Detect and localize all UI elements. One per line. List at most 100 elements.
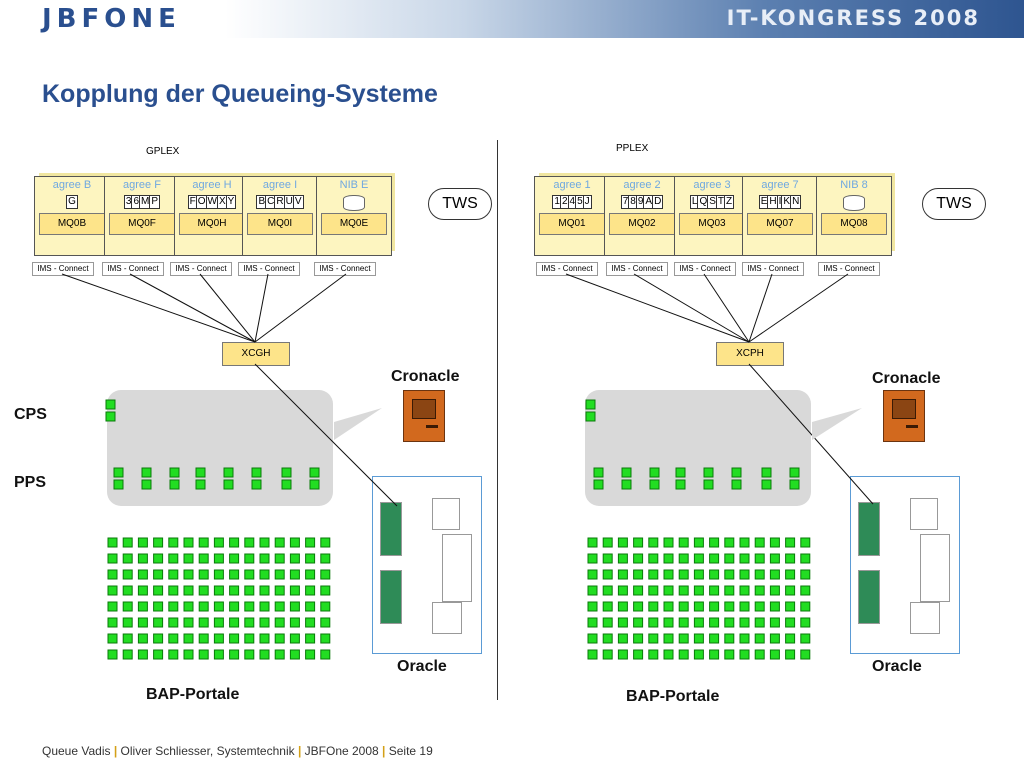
process-square xyxy=(198,585,209,596)
process-square xyxy=(259,617,270,628)
process-square xyxy=(633,601,644,612)
connector xyxy=(565,273,750,343)
process-square xyxy=(198,553,209,564)
partition-letter: Z xyxy=(724,195,735,209)
process-square xyxy=(289,537,300,548)
process-square xyxy=(229,617,240,628)
mq-queue-manager: MQ07 xyxy=(747,213,813,235)
process-square xyxy=(122,569,133,580)
process-square xyxy=(693,553,704,564)
process-square xyxy=(769,633,780,644)
mq-queue-manager: MQ03 xyxy=(679,213,745,235)
partition-letter: N xyxy=(790,195,802,209)
process-square xyxy=(169,467,180,478)
tws-cloud-right: TWS xyxy=(922,188,986,220)
mq-queue-manager: MQ02 xyxy=(609,213,675,235)
process-square xyxy=(617,617,628,628)
process-square xyxy=(305,601,316,612)
process-square xyxy=(251,479,262,490)
event-title: IT-KONGRESS 2008 xyxy=(726,6,980,30)
process-square xyxy=(648,601,659,612)
gplex-label: GPLEX xyxy=(146,146,180,157)
process-square xyxy=(153,601,164,612)
footer-separator: | xyxy=(382,744,386,758)
oracle-server-icon-right xyxy=(850,476,962,662)
process-square xyxy=(602,601,613,612)
tws-cloud-left: TWS xyxy=(428,188,492,220)
process-square xyxy=(800,617,811,628)
process-square xyxy=(675,467,686,478)
process-square xyxy=(320,569,331,580)
process-square xyxy=(693,649,704,660)
disk-array xyxy=(910,602,940,634)
ims-connect-box: IMS - Connect xyxy=(238,262,300,276)
process-square xyxy=(769,553,780,564)
process-square xyxy=(259,649,270,660)
process-square xyxy=(739,537,750,548)
process-square xyxy=(259,633,270,644)
connector xyxy=(703,273,750,343)
process-square xyxy=(678,649,689,660)
process-square xyxy=(259,569,270,580)
process-square xyxy=(709,569,720,580)
process-square xyxy=(585,411,596,422)
process-square xyxy=(800,649,811,660)
process-square xyxy=(153,553,164,564)
oracle-label-right: Oracle xyxy=(872,658,922,675)
page-title: Kopplung der Queueing-Systeme xyxy=(42,80,438,108)
process-square xyxy=(168,537,179,548)
process-square xyxy=(122,585,133,596)
process-square xyxy=(587,617,598,628)
process-square xyxy=(800,633,811,644)
process-square xyxy=(648,569,659,580)
process-square xyxy=(309,479,320,490)
process-square xyxy=(602,585,613,596)
process-square xyxy=(141,479,152,490)
process-square xyxy=(153,649,164,660)
partition-letter: G xyxy=(66,195,78,209)
process-square xyxy=(602,569,613,580)
process-square xyxy=(183,649,194,660)
server-agree-label: NIB 8 xyxy=(840,179,868,191)
process-square xyxy=(223,467,234,478)
process-square xyxy=(137,553,148,564)
process-square xyxy=(305,585,316,596)
process-square xyxy=(731,479,742,490)
process-square xyxy=(213,569,224,580)
server-board xyxy=(858,502,880,556)
footer-separator: | xyxy=(113,744,118,758)
process-square xyxy=(693,633,704,644)
cronacle-label-right: Cronacle xyxy=(872,370,941,387)
process-square xyxy=(107,617,118,628)
process-square xyxy=(195,467,206,478)
process-square xyxy=(244,537,255,548)
server-agree-label: NIB E xyxy=(339,179,369,191)
server-board xyxy=(380,502,402,556)
process-square xyxy=(709,649,720,660)
process-square xyxy=(633,537,644,548)
process-square xyxy=(305,633,316,644)
process-square xyxy=(105,399,116,410)
process-square xyxy=(122,553,133,564)
process-square xyxy=(305,617,316,628)
server-agree-label: agree 3 xyxy=(693,179,731,191)
process-square xyxy=(244,601,255,612)
process-square xyxy=(593,479,604,490)
process-square xyxy=(703,467,714,478)
process-square xyxy=(633,585,644,596)
disk-array xyxy=(432,498,460,530)
process-square xyxy=(678,585,689,596)
process-square xyxy=(800,601,811,612)
process-square xyxy=(137,585,148,596)
process-square xyxy=(198,537,209,548)
process-square xyxy=(289,633,300,644)
database-icon xyxy=(843,195,865,211)
process-square xyxy=(289,553,300,564)
process-square xyxy=(229,601,240,612)
process-square xyxy=(198,601,209,612)
